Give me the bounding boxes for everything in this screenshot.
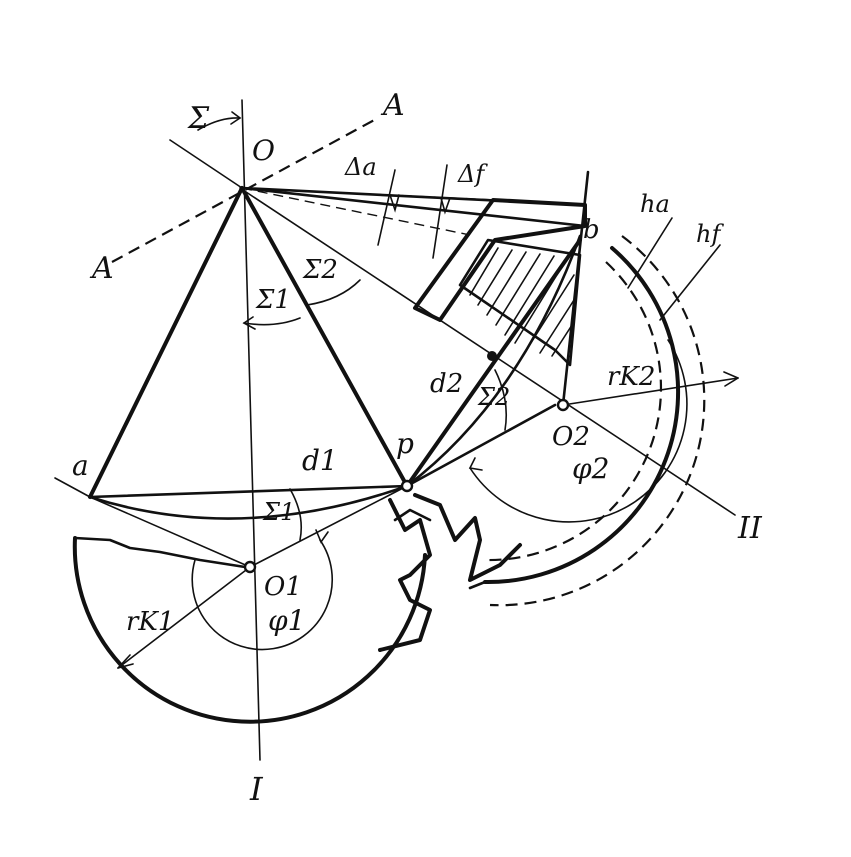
- r-k1-arrow: [117, 654, 134, 669]
- label-r-k2: rK2: [607, 362, 655, 392]
- arc-a-p: [88, 484, 409, 520]
- point-O1: [243, 560, 257, 574]
- label-sigma2-upper: Σ2: [302, 255, 338, 285]
- label-phi2: φ2: [572, 452, 609, 485]
- gear2-blank-outline: [413, 198, 587, 322]
- gear2-tooth-section: [458, 238, 582, 367]
- gear2-teeth: [413, 493, 522, 582]
- tooth-detail: [393, 508, 432, 522]
- sigma2-lower-arc: [494, 369, 508, 431]
- label-I: I: [249, 770, 264, 808]
- sigma1-upper-arc: [243, 317, 301, 326]
- delta-a-marker: [377, 169, 396, 246]
- chord-a-p: [88, 484, 409, 499]
- label-h-f: hf: [696, 220, 724, 248]
- label-sigma: Σ: [187, 101, 210, 136]
- label-phi1: φ1: [268, 604, 305, 637]
- sigma1-lower-arc: [289, 488, 303, 541]
- label-delta-a: Δa: [344, 153, 377, 181]
- label-h-a: ha: [640, 190, 670, 218]
- phi1-arrow: [315, 529, 329, 544]
- label-sigma1-upper: Σ1: [255, 285, 291, 315]
- label-d2: d2: [430, 369, 463, 399]
- phi2-arrow: [468, 457, 483, 471]
- arc-p-b: [405, 234, 582, 488]
- line-p-O2: [405, 403, 557, 488]
- label-sigma2-lower: Σ2: [477, 383, 510, 411]
- gear1-outline: [72, 536, 427, 724]
- gear2-outline: [483, 246, 681, 585]
- delta-a-arrow: [389, 194, 400, 213]
- phi2-arc: [469, 339, 688, 523]
- phi1-arc: [191, 539, 334, 651]
- r-k1-line: [117, 566, 251, 669]
- label-r-k1: rK1: [126, 607, 174, 637]
- point-O2: [556, 398, 570, 412]
- r-k2-arrow: [723, 371, 739, 387]
- label-a: a: [72, 449, 89, 482]
- label-p: p: [396, 427, 414, 460]
- gear2-root-circle: [484, 261, 663, 562]
- sigma-arrow: [230, 111, 242, 125]
- gear2-tip-circle: [489, 235, 706, 607]
- gear1-cut-edge: [73, 536, 247, 569]
- label-A-top: A: [380, 88, 405, 123]
- r-k2-line: [562, 377, 739, 406]
- root-cone-dashed: [241, 187, 471, 236]
- gear2-outline-end: [468, 580, 487, 590]
- label-II: II: [737, 511, 763, 546]
- label-A-left: A: [89, 251, 114, 286]
- label-d1: d1: [302, 444, 338, 477]
- line-A-A: [111, 117, 379, 263]
- sigma-ref-line: [169, 139, 243, 189]
- gear1-teeth: [378, 498, 432, 652]
- delta-f-marker: [432, 164, 448, 259]
- tooth-hatch: [469, 247, 575, 357]
- label-O1: O1: [264, 572, 302, 602]
- cone-line-O-p: [240, 186, 409, 488]
- sigma1-upper-arrow: [242, 316, 256, 330]
- label-O2: O2: [552, 422, 590, 452]
- label-O: O: [252, 134, 275, 167]
- h-f-dim: [659, 244, 721, 321]
- delta-f-arrow: [440, 197, 451, 215]
- line-p-b: [405, 238, 582, 488]
- pitch-point-dot: [487, 351, 497, 361]
- label-b: b: [583, 215, 600, 245]
- extension-a: [54, 477, 91, 498]
- point-p: [400, 479, 414, 493]
- radius-a-O1: [89, 496, 251, 568]
- sigma-arc: [197, 117, 241, 131]
- label-delta-f: Δf: [457, 160, 488, 188]
- label-sigma1-lower: Σ1: [262, 498, 295, 526]
- axis-II: [239, 187, 736, 516]
- cone-line-O-a: [88, 186, 244, 499]
- h-a-dim: [627, 217, 673, 289]
- radius-p-O1: [249, 485, 408, 568]
- cone-line-O-b-inner: [240, 186, 587, 228]
- tip-cone-dashed: [241, 187, 496, 201]
- sigma2-upper-arc: [306, 279, 361, 306]
